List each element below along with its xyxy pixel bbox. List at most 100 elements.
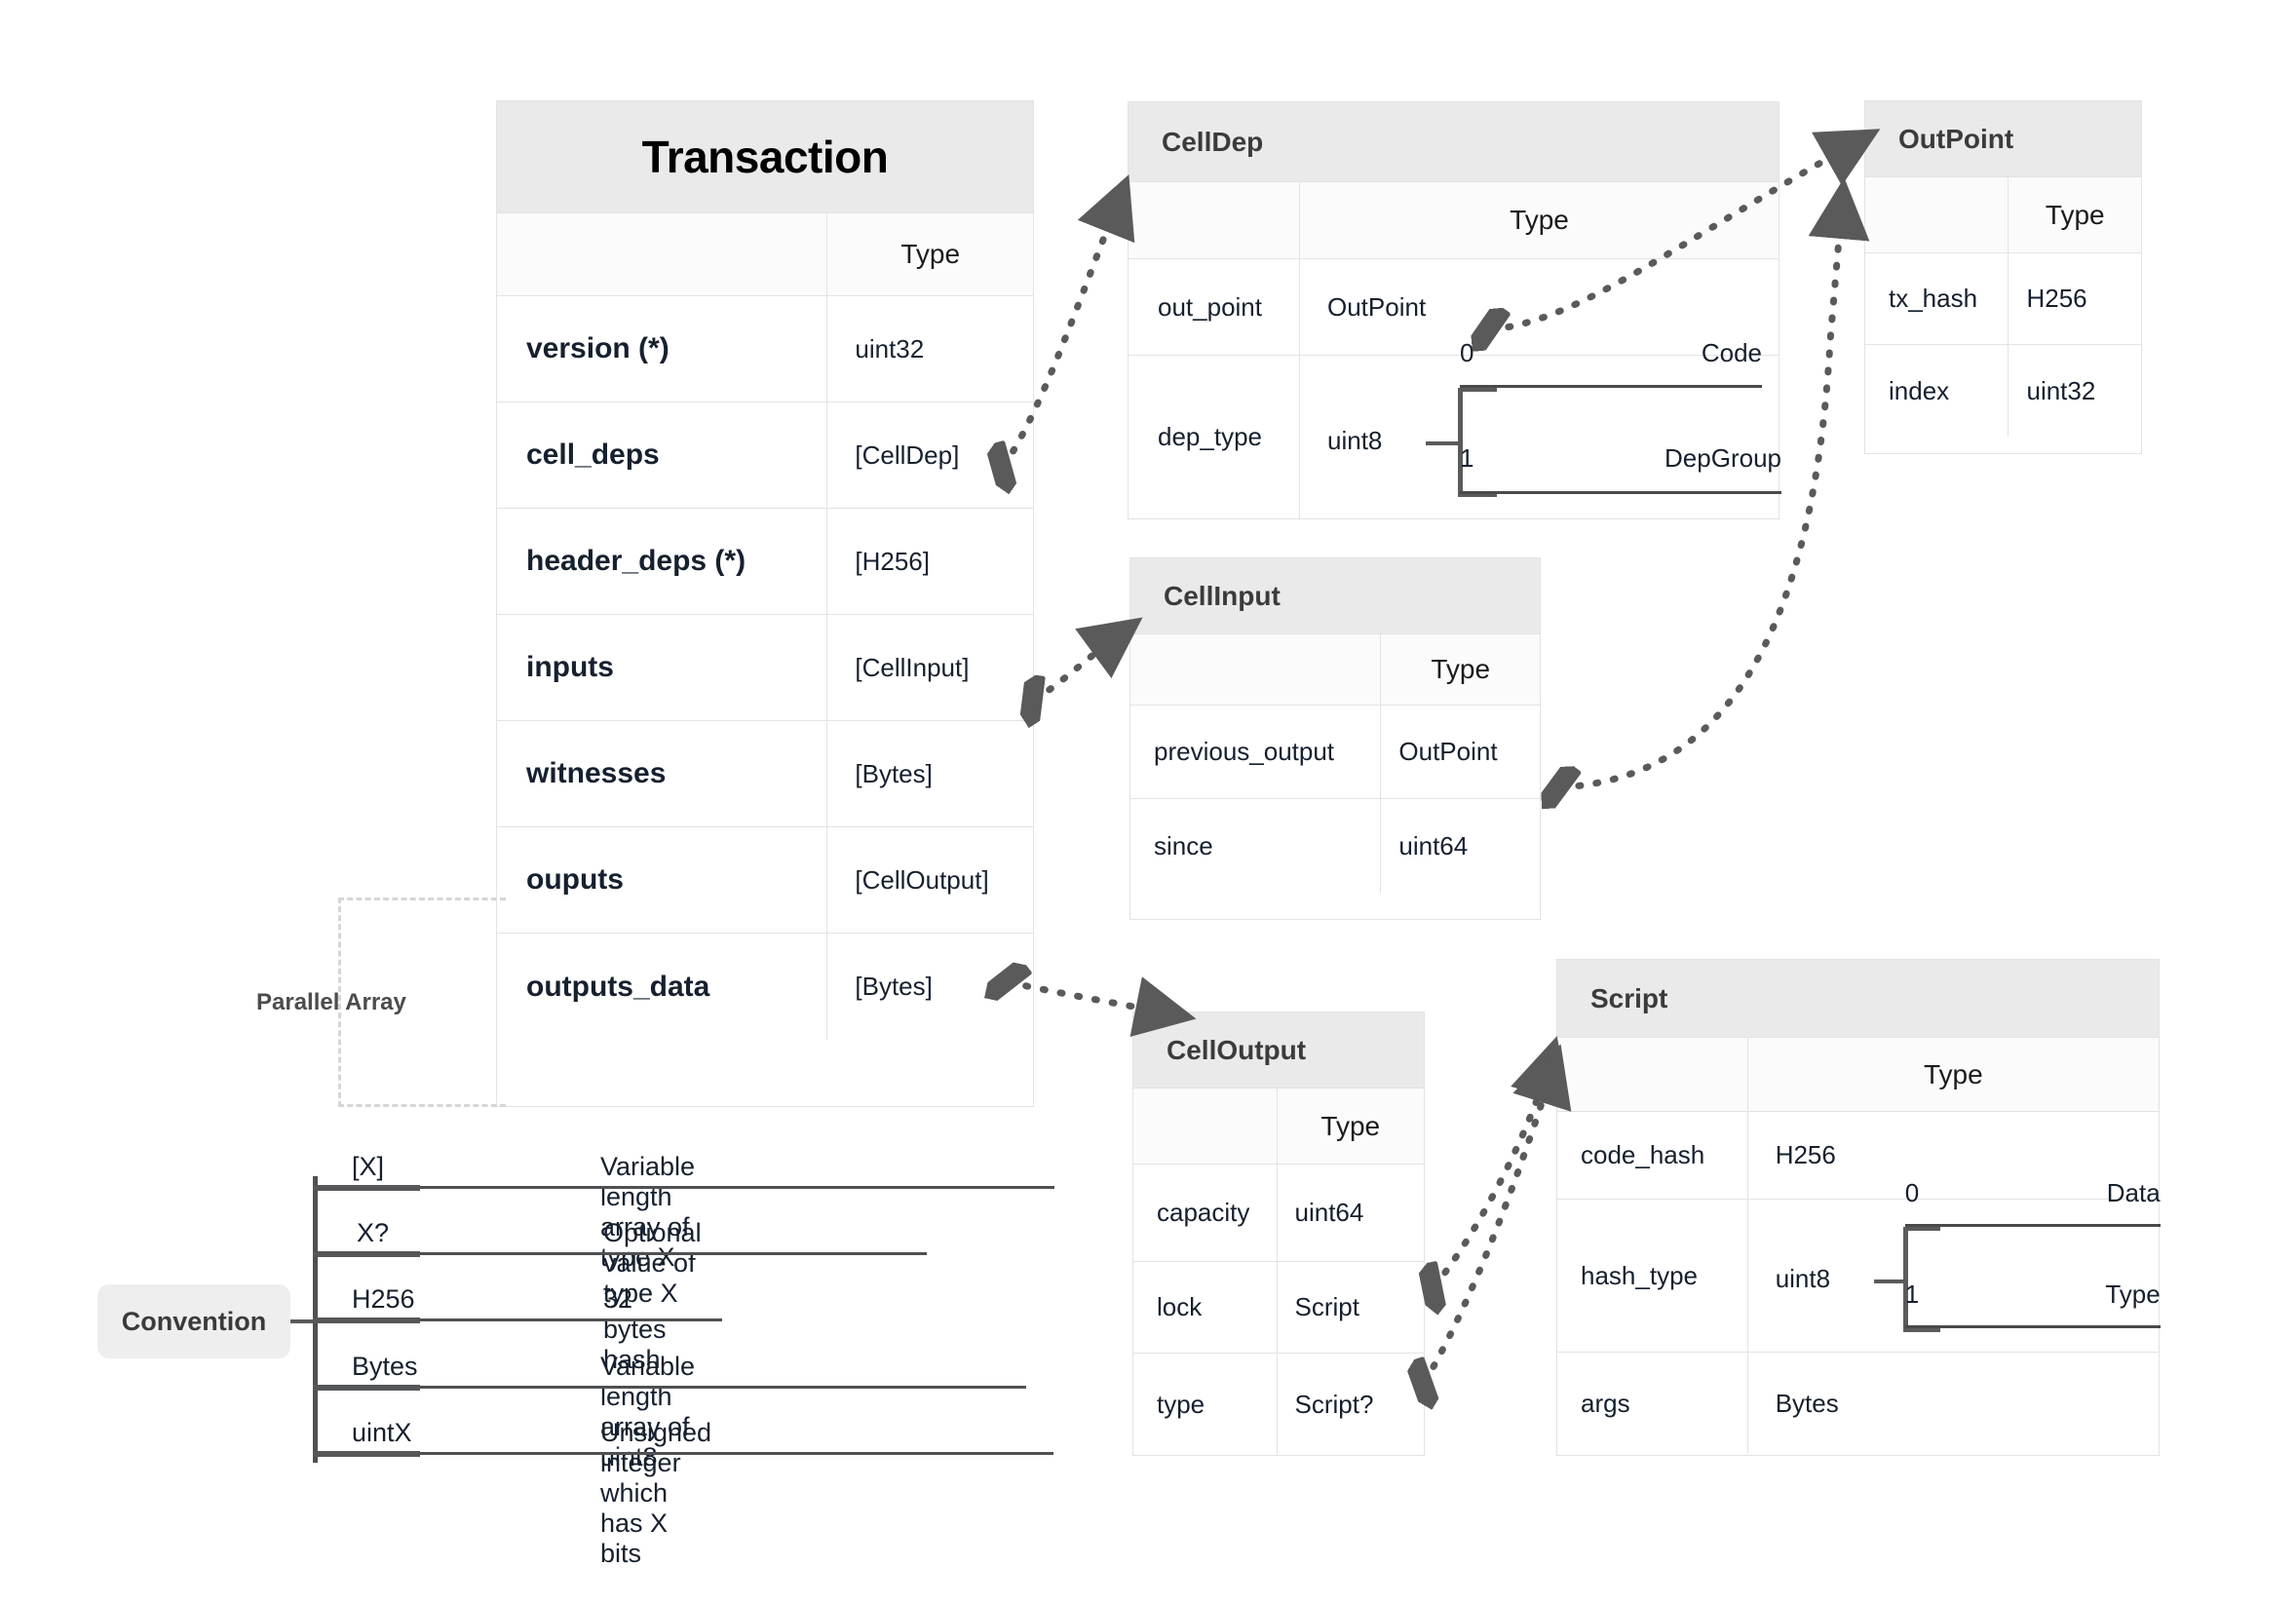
convention-underline-1-a — [313, 1251, 420, 1257]
type-capacity: uint64 — [1294, 1198, 1364, 1227]
outpoint-col-type-label: Type — [2045, 199, 2105, 230]
table-row: inputs [CellInput] — [497, 615, 1033, 721]
convention-term-3: Bytes — [352, 1352, 418, 1381]
transaction-col-type-label: Type — [900, 239, 961, 269]
script-title: Script — [1590, 982, 1668, 1013]
dep-type-option-0-value: 0 — [1460, 338, 1474, 367]
table-row: out_point OutPoint — [1129, 259, 1779, 356]
table-row: lock Script — [1133, 1262, 1424, 1354]
convention-underline-0-b — [420, 1186, 1054, 1189]
table-row: dep_type uint8 0 Code 1 DepGroup — [1129, 338, 1781, 518]
convention-term-4: uintX — [352, 1418, 412, 1447]
field-args: args — [1581, 1388, 1630, 1418]
table-row: args Bytes — [1557, 1353, 2159, 1454]
convention-underline-2-a — [313, 1318, 420, 1323]
convention-underline-2-b — [420, 1318, 722, 1321]
field-version: version (*) — [526, 332, 670, 364]
hash-type-enum: uint8 0 Data 1 Type — [1748, 1178, 2161, 1352]
field-dep-type: dep_type — [1158, 422, 1262, 451]
transaction-col-type: Type — [827, 213, 1033, 295]
cellinput-title-header: CellInput — [1130, 558, 1540, 634]
table-celloutput: CellOutput Type capacity uint64 lock Scr… — [1132, 1012, 1425, 1456]
hash-type-bracket — [1902, 1227, 1908, 1332]
hash-type-option-0-value: 0 — [1904, 1178, 1920, 1207]
cellinput-column-header-row: Type — [1130, 634, 1540, 706]
celloutput-title-header: CellOutput — [1133, 1012, 1424, 1088]
field-code-hash: code_hash — [1581, 1140, 1705, 1169]
field-hash-type: hash_type — [1581, 1260, 1698, 1290]
field-lock: lock — [1157, 1292, 1203, 1321]
dep-type-option-1-value: 1 — [1460, 443, 1474, 473]
type-lock: Script — [1294, 1292, 1359, 1321]
table-row: header_deps (*) [H256] — [497, 509, 1033, 615]
table-row: outputs_data [Bytes] — [497, 934, 1033, 1040]
hash-type-option-0-name: Data — [2106, 1178, 2161, 1207]
script-title-header: Script — [1557, 960, 2159, 1038]
type-version: uint32 — [855, 333, 925, 363]
dep-type-bracket — [1458, 388, 1463, 497]
table-row: ouputs [CellOutput] — [497, 827, 1033, 934]
transaction-title: Transaction — [641, 132, 889, 182]
type-witnesses: [Bytes] — [855, 758, 933, 788]
convention-stem — [290, 1319, 316, 1323]
celloutput-title: CellOutput — [1167, 1034, 1307, 1065]
convention-underline-3-a — [313, 1385, 420, 1391]
arrow-lock-to-script — [1435, 1062, 1550, 1286]
celldep-column-header-row: Type — [1129, 182, 1779, 259]
dep-type-option-1-name: DepGroup — [1665, 443, 1781, 473]
hash-type-base: uint8 — [1775, 1264, 1831, 1293]
field-ouputs: ouputs — [526, 863, 624, 896]
field-index: index — [1889, 375, 1950, 405]
table-row: hash_type uint8 0 Data 1 Type — [1557, 1178, 2161, 1353]
table-script: Script Type code_hash H256 hash_type uin… — [1556, 959, 2161, 1456]
hash-type-stem — [1873, 1279, 1905, 1283]
field-inputs: inputs — [526, 651, 614, 683]
type-cell-deps: [CellDep] — [855, 439, 960, 470]
cellinput-title: CellInput — [1164, 580, 1281, 611]
type-out-point: OutPoint — [1327, 291, 1427, 322]
convention-underline-4-a — [313, 1451, 420, 1457]
field-header-deps: header_deps (*) — [526, 545, 746, 577]
arrow-type-to-script — [1425, 1070, 1552, 1382]
table-row: code_hash H256 — [1557, 1112, 2159, 1200]
table-row: previous_output OutPoint — [1130, 706, 1540, 799]
table-row: version (*) uint32 — [497, 296, 1033, 402]
cellinput-col-type-label: Type — [1431, 654, 1491, 684]
hash-type-branch-bottom — [1902, 1328, 1940, 1332]
outpoint-column-header-row: Type — [1865, 177, 2141, 253]
field-type: type — [1157, 1389, 1205, 1419]
transaction-col-field — [497, 213, 828, 295]
type-tx-hash: H256 — [2026, 284, 2087, 313]
hash-type-option-1-name: Type — [2105, 1279, 2161, 1309]
convention-term-2: H256 — [352, 1284, 415, 1314]
dep-type-base: uint8 — [1327, 426, 1383, 455]
convention-underline-0-a — [313, 1185, 420, 1191]
type-header-deps: [H256] — [855, 546, 930, 576]
table-cellinput: CellInput Type previous_output OutPoint … — [1129, 557, 1541, 920]
celloutput-column-header-row: Type — [1133, 1088, 1424, 1165]
table-row: since uint64 — [1130, 799, 1540, 893]
type-since: uint64 — [1398, 830, 1469, 860]
field-previous-output: previous_output — [1154, 737, 1335, 766]
convention-box: Convention — [97, 1284, 290, 1358]
celldep-col-type-label: Type — [1510, 205, 1569, 235]
convention-title: Convention — [121, 1306, 267, 1336]
field-witnesses: witnesses — [526, 757, 667, 789]
outpoint-title-header: OutPoint — [1865, 101, 2141, 177]
type-ouputs: [CellOutput] — [855, 864, 989, 895]
convention-term-1: X? — [357, 1218, 390, 1247]
field-since: since — [1154, 830, 1213, 860]
script-column-header-row: Type — [1557, 1038, 2159, 1112]
dep-type-stem — [1426, 441, 1460, 445]
arrow-inputs-to-cellinput — [1035, 633, 1121, 700]
hash-type-option-1: 1 Type — [1904, 1279, 2161, 1328]
dep-type-option-0: 0 Code — [1460, 338, 1762, 388]
type-type: Script? — [1294, 1389, 1374, 1419]
type-previous-output: OutPoint — [1398, 737, 1498, 766]
field-tx-hash: tx_hash — [1889, 284, 1978, 313]
celloutput-col-type-label: Type — [1320, 1110, 1381, 1141]
convention-underline-3-b — [420, 1386, 1026, 1389]
table-row: witnesses [Bytes] — [497, 721, 1033, 827]
hash-type-branch-top — [1902, 1227, 1940, 1231]
table-celldep: CellDep Type out_point OutPoint dep_type… — [1128, 101, 1781, 519]
